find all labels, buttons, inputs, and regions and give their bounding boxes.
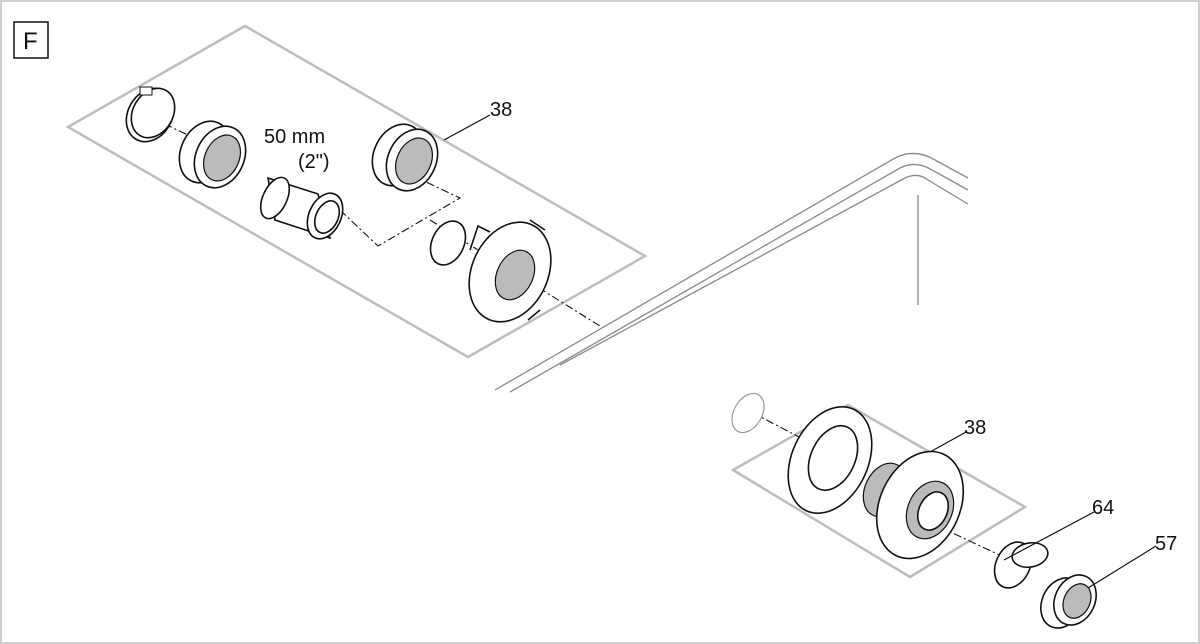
- pool-wall-edge: [494, 152, 969, 393]
- leader-line: [1003, 511, 1095, 561]
- o-ring: [429, 220, 467, 266]
- part-number-64: 64: [1092, 497, 1114, 519]
- union-nut-2: [371, 123, 439, 192]
- part-number-38-lower: 38: [964, 417, 986, 439]
- leader-line: [1087, 545, 1157, 589]
- leader-line: [929, 431, 967, 453]
- leader-line: [443, 114, 491, 141]
- union-nut: [178, 120, 247, 189]
- hose-tail: [259, 176, 344, 240]
- skimmer-flange: [468, 219, 552, 323]
- hose-size-imperial: (2"): [298, 151, 330, 173]
- section-label-box: [13, 21, 49, 59]
- lower-assembly: 38 64 57: [730, 392, 1177, 629]
- part-number-57: 57: [1155, 533, 1177, 555]
- upper-assembly: 38 50 mm (2"): [65, 24, 648, 359]
- section-label: F: [13, 21, 49, 59]
- blanking-cap: [731, 392, 765, 434]
- hose-size-metric: 50 mm: [264, 126, 325, 148]
- sealing-washer: [993, 541, 1049, 589]
- face-plate-ring: [787, 405, 873, 515]
- part-number-38-upper: 38: [490, 99, 512, 121]
- threaded-wall-fitting: [862, 450, 965, 560]
- lock-nut: [1040, 574, 1097, 629]
- assembly-outline-upper: [65, 24, 648, 359]
- section-letter: F: [23, 28, 38, 55]
- hose-clamp: [125, 86, 176, 143]
